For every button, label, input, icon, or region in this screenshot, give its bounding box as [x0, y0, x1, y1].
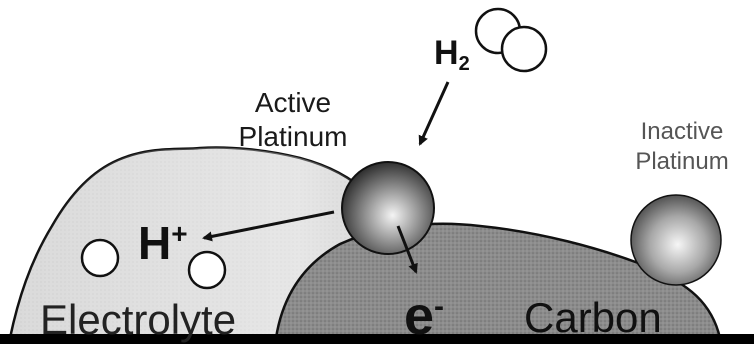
inactive-platinum-label-line2: Platinum — [635, 148, 729, 175]
carbon-label: Carbon — [524, 294, 662, 341]
inactive-platinum-label: Inactive Platinum — [612, 117, 752, 177]
proton-label: H+ — [138, 216, 188, 270]
arrow-platinum-to-electron — [396, 225, 418, 274]
proton-label-superscript: + — [171, 218, 188, 249]
electron-label-base: e — [404, 286, 435, 346]
h2-label: H2 — [434, 34, 470, 76]
active-platinum-sphere — [341, 161, 435, 255]
h2-atom-right — [500, 25, 548, 73]
arrow-h2-to-platinum — [418, 81, 450, 146]
proton-circle-left — [80, 238, 120, 278]
electron-label: e- — [404, 280, 444, 343]
active-platinum-label-line1: Active — [254, 87, 332, 118]
proton-circle-right — [187, 250, 227, 290]
proton-label-base: H — [138, 217, 172, 269]
inactive-platinum-label-line1: Inactive — [640, 118, 724, 145]
active-platinum-label: Active Platinum — [218, 86, 368, 154]
electron-label-superscript: - — [434, 290, 445, 323]
inactive-platinum-sphere — [630, 194, 722, 286]
electrolyte-label: Electrolyte — [40, 296, 237, 343]
h2-label-base: H — [434, 34, 459, 72]
ground-line — [0, 334, 754, 344]
arrow-platinum-to-proton — [202, 210, 335, 242]
h2-label-subscript: 2 — [458, 53, 470, 75]
active-platinum-label-line2: Platinum — [238, 121, 348, 152]
